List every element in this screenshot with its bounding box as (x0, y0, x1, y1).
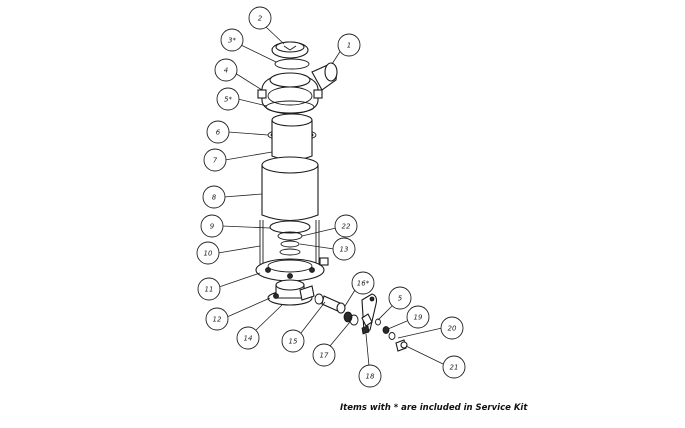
callout-balloons: 2 3* 1 4 5* 6 (196, 6, 466, 388)
balloon-1: 1 (337, 33, 361, 57)
balloon-22-label: 22 (342, 223, 351, 231)
balloon-5-label: 5 (398, 295, 403, 303)
balloon-10: 10 (196, 241, 220, 265)
balloon-12-label: 12 (213, 316, 222, 324)
balloon-13: 13 (332, 237, 356, 261)
balloon-15: 15 (281, 329, 305, 353)
retainer-part (269, 220, 311, 256)
bowl-part (261, 156, 319, 222)
parts-group (255, 41, 408, 352)
balloon-7-label: 7 (213, 157, 218, 165)
balloon-8-label: 8 (212, 194, 217, 202)
tie-rods-part (259, 220, 320, 270)
drain-handle-part (361, 293, 378, 335)
balloon-11: 11 (197, 277, 221, 301)
balloon-14: 14 (236, 326, 260, 350)
lower-body-part (267, 279, 315, 306)
balloon-9: 9 (200, 214, 224, 238)
balloon-2: 2 (248, 6, 272, 30)
cap-part (271, 41, 309, 59)
balloon-15-label: 15 (289, 338, 298, 346)
balloon-4: 4 (214, 58, 238, 82)
balloon-21-label: 21 (450, 364, 459, 372)
balloon-11-label: 11 (205, 286, 214, 294)
balloon-19-label: 19 (414, 314, 423, 322)
balloon-16-star-label: 16* (357, 280, 370, 288)
balloon-3-star: 3* (220, 28, 244, 52)
balloon-5-star-label: 5* (224, 96, 232, 104)
leader-lines (217, 26, 444, 367)
balloon-2-label: 2 (258, 15, 263, 23)
balloon-17-label: 17 (320, 352, 329, 360)
balloon-19: 19 (406, 305, 430, 329)
filter-tube-part (271, 113, 313, 161)
balloon-5-star: 5* (216, 87, 240, 111)
balloon-20-label: 20 (448, 325, 457, 333)
housing-part (257, 62, 338, 115)
balloon-5: 5 (388, 286, 412, 310)
balloon-8: 8 (202, 185, 226, 209)
balloon-10-label: 10 (204, 250, 213, 258)
balloon-9-label: 9 (210, 223, 215, 231)
balloon-7: 7 (203, 148, 227, 172)
balloon-18-label: 18 (366, 373, 375, 381)
balloon-13-label: 13 (340, 246, 349, 254)
balloon-6: 6 (206, 120, 230, 144)
nipple-fitting-part (314, 293, 359, 326)
balloon-12: 12 (205, 307, 229, 331)
balloon-22: 22 (334, 214, 358, 238)
washer-part (265, 100, 315, 114)
balloon-14-label: 14 (244, 335, 253, 343)
balloon-3-label: 3* (228, 37, 236, 45)
balloon-20: 20 (440, 316, 464, 340)
balloon-16-star: 16* (351, 271, 375, 295)
service-kit-footnote: Items with * are included in Service Kit (340, 403, 528, 413)
balloon-6-label: 6 (216, 129, 221, 137)
balloon-1-label: 1 (347, 42, 351, 50)
balloon-21: 21 (442, 355, 466, 379)
small-fittings-part (375, 318, 408, 352)
balloon-18: 18 (358, 364, 382, 388)
balloon-4-label: 4 (224, 67, 228, 75)
balloon-17: 17 (312, 343, 336, 367)
base-plate-part (255, 257, 329, 282)
seal-ring-part (274, 58, 310, 70)
